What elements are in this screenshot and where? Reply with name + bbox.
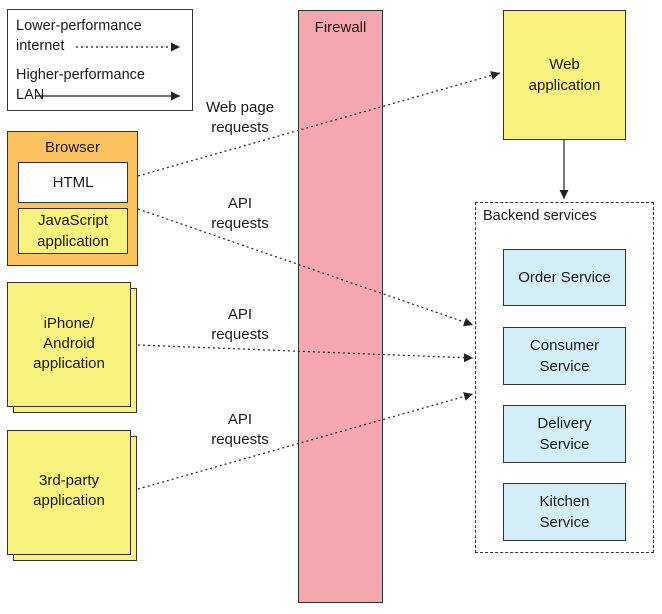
browser-title: Browser [44,139,100,156]
web-page-requests-label: Web page requests [205,99,275,136]
delivery-service-box: Delivery Service [503,405,626,463]
api-requests-label-1: API requests [211,195,269,232]
third-party-app-box [7,430,131,555]
browser-js-app-box: JavaScript application [18,208,128,254]
backend-services-title: Backend services [483,208,597,224]
order-service-box: Order Service [503,249,626,306]
browser-html-box: HTML [18,162,128,203]
web-application-box: Web application [503,10,626,140]
firewall [298,10,383,603]
api-requests-label-2: API requests [211,306,269,343]
api-requests-label-3: API requests [211,411,269,448]
firewall-label: Firewall [314,19,367,36]
legend-higher-label: Higher-performance LAN [16,67,145,103]
kitchen-service-box: Kitchen Service [503,483,626,541]
mobile-app-label: iPhone/ Android application [33,315,105,372]
mobile-app-box [7,282,131,407]
legend-lower-label: Lower-performance internet [16,18,142,54]
third-party-app-label: 3rd-party application [33,472,105,509]
consumer-service-box: Consumer Service [503,327,626,385]
backend-services-container [475,202,654,553]
